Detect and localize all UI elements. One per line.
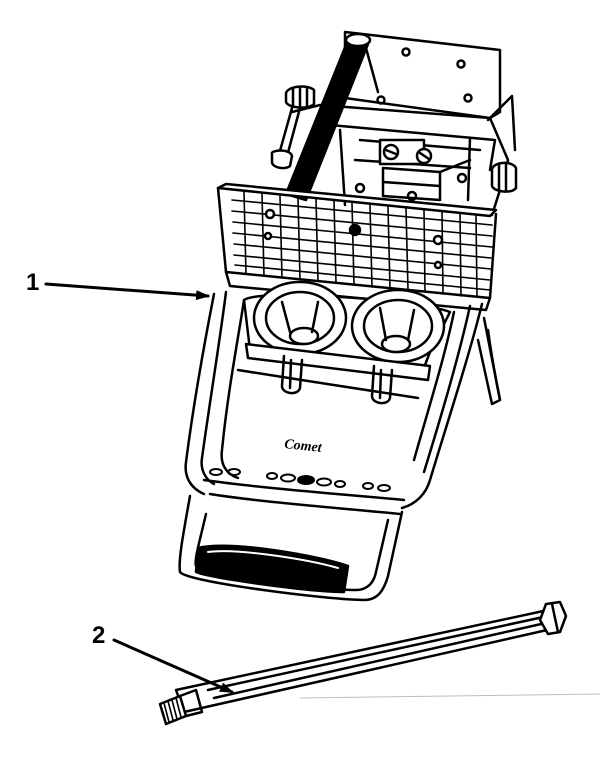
feed-screw bbox=[284, 32, 380, 202]
twin-guides bbox=[242, 280, 452, 405]
rod-part-2 bbox=[158, 600, 568, 726]
leader-arrows bbox=[44, 282, 234, 694]
callout-label-1: 1 bbox=[26, 269, 40, 296]
adjusting-screw-right bbox=[490, 161, 518, 193]
perforation-row bbox=[209, 468, 391, 492]
scan-artifact-line bbox=[299, 693, 601, 699]
arrow-callout-2 bbox=[112, 638, 234, 694]
brand-mark: Comet bbox=[284, 437, 324, 456]
arrow-callout-1 bbox=[44, 282, 210, 301]
main-body bbox=[184, 290, 502, 516]
callout-label-2: 2 bbox=[92, 622, 106, 649]
adjusting-screw-left bbox=[270, 85, 316, 170]
rear-frame bbox=[290, 94, 517, 217]
base-foot bbox=[178, 494, 404, 602]
grille-face bbox=[216, 182, 498, 312]
